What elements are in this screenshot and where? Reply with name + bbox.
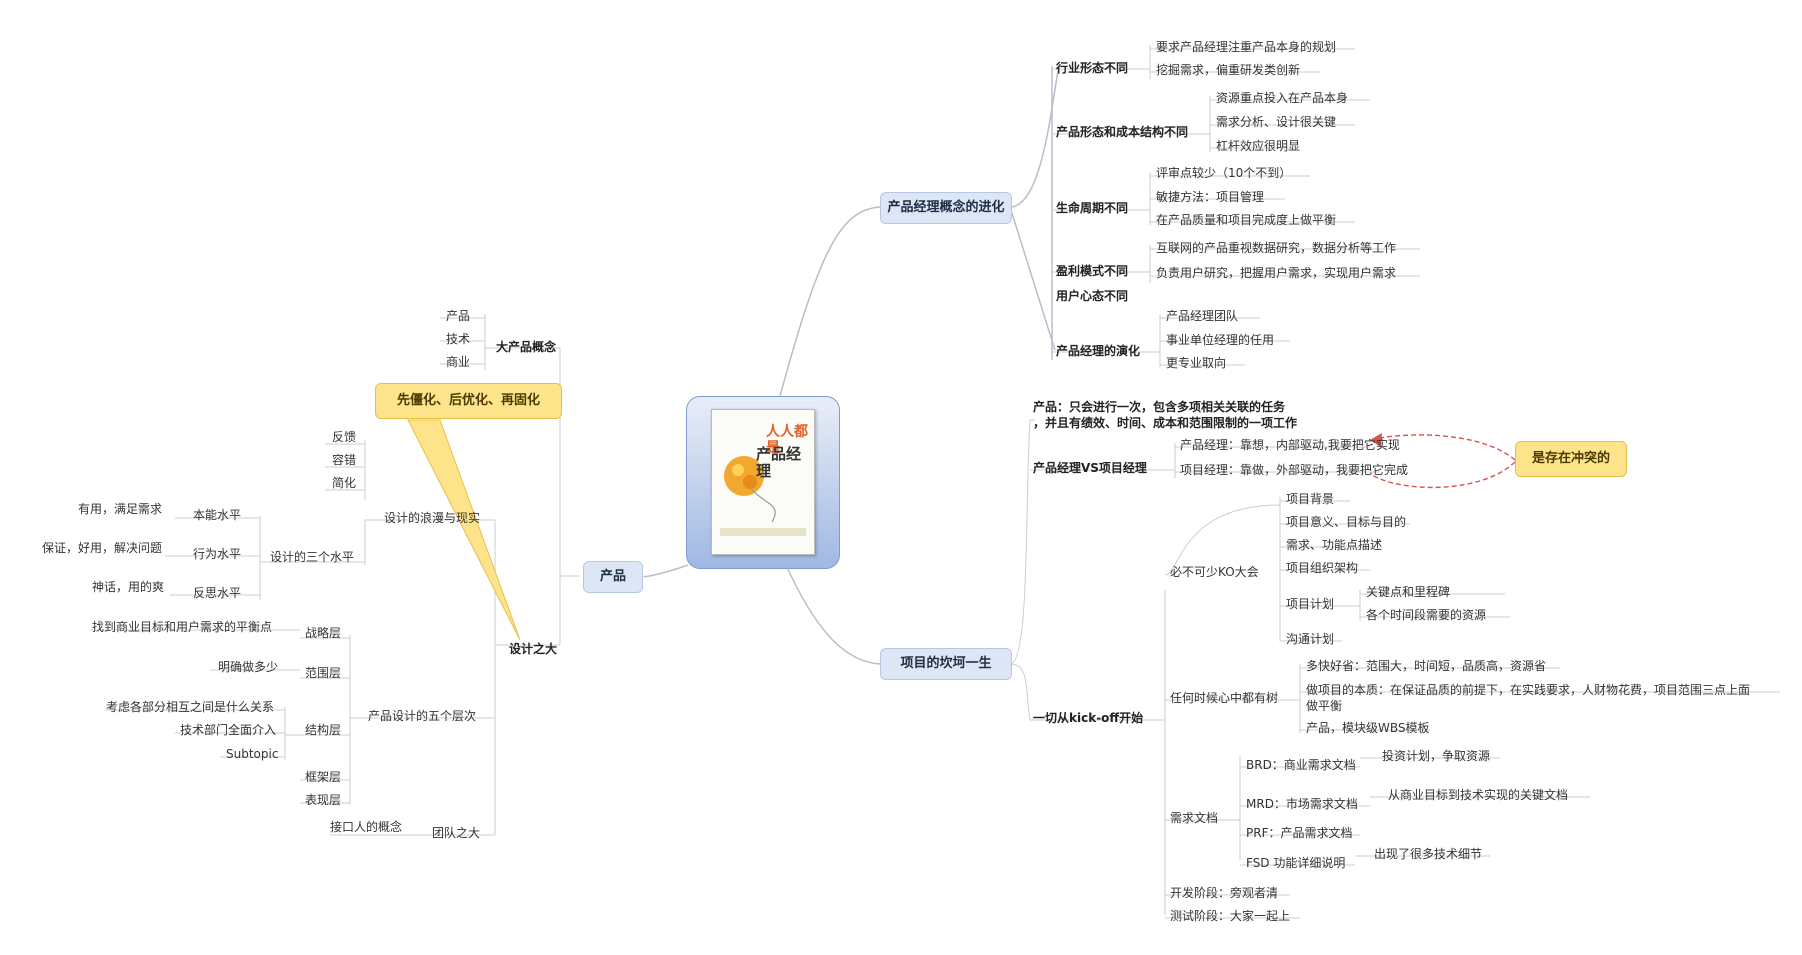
docs-label[interactable]: 需求文档 [1170, 811, 1219, 825]
evo-item[interactable]: 挖掘需求，偏重研发类创新 [1156, 63, 1301, 77]
layer-name[interactable]: 框架层 [305, 770, 342, 784]
big-concept-label[interactable]: 大产品概念 [496, 340, 557, 354]
tree-label[interactable]: 任何时候心中都有树 [1170, 691, 1279, 705]
layer-name[interactable]: 战略层 [305, 626, 342, 640]
group-user-mindset[interactable]: 用户心态不同 [1056, 289, 1129, 303]
conflict-callout[interactable]: 是存在冲突的 [1515, 441, 1627, 477]
evo-item[interactable]: 要求产品经理注重产品本身的规划 [1156, 40, 1337, 54]
romance-label[interactable]: 设计的浪漫与现实 [384, 511, 481, 525]
central-topic[interactable]: 人人都是 产品经理 [686, 396, 840, 569]
test-phase[interactable]: 测试阶段：大家一起上 [1170, 909, 1291, 923]
layer-note[interactable]: 找到商业目标和用户需求的平衡点 [92, 620, 273, 634]
tree-item[interactable]: 做平衡 [1306, 699, 1343, 713]
book-cover-art [712, 410, 814, 554]
evo-item[interactable]: 评审点较少（10个不到） [1156, 166, 1292, 180]
design-label[interactable]: 设计之大 [509, 642, 558, 656]
doc-brd[interactable]: BRD：商业需求文档 [1246, 758, 1356, 772]
rigidify-callout[interactable]: 先僵化、后优化、再固化 [375, 383, 562, 419]
group-profit-model[interactable]: 盈利模式不同 [1056, 264, 1129, 278]
level-note[interactable]: 保证，好用，解决问题 [42, 541, 163, 555]
three-levels-label[interactable]: 设计的三个水平 [270, 550, 355, 564]
group-lifecycle[interactable]: 生命周期不同 [1056, 201, 1129, 215]
hub-evolution[interactable]: 产品经理概念的进化 [880, 192, 1012, 224]
evo-item[interactable]: 在产品质量和项目完成度上做平衡 [1156, 213, 1337, 227]
doc-note[interactable]: 从商业目标到技术实现的关键文档 [1388, 788, 1569, 802]
romance-item[interactable]: 反馈 [332, 430, 357, 444]
level-name[interactable]: 本能水平 [193, 508, 242, 522]
tree-item[interactable]: 做项目的本质：在保证品质的前提下，在实践要求，人财物花费，项目范围三点上面 [1306, 683, 1751, 697]
dev-phase[interactable]: 开发阶段：旁观者清 [1170, 886, 1279, 900]
plan-item[interactable]: 各个时间段需要的资源 [1366, 608, 1487, 622]
evo-item[interactable]: 杠杆效应很明显 [1216, 139, 1301, 153]
vs-item[interactable]: 产品经理：靠想，内部驱动,我要把它实现 [1180, 438, 1400, 452]
kickoff-label[interactable]: 一切从kick-off开始 [1033, 711, 1144, 725]
layer-name[interactable]: 结构层 [305, 723, 342, 737]
ko-meeting-label[interactable]: 必不可少KO大会 [1170, 565, 1259, 579]
ko-item[interactable]: 需求、功能点描述 [1286, 538, 1383, 552]
layer-name[interactable]: 范围层 [305, 666, 342, 680]
concept-item[interactable]: 产品 [446, 309, 471, 323]
five-layers-label[interactable]: 产品设计的五个层次 [368, 709, 477, 723]
doc-prf[interactable]: PRF：产品需求文档 [1246, 826, 1353, 840]
ko-item[interactable]: 项目组织架构 [1286, 561, 1359, 575]
layer-name[interactable]: 表现层 [305, 793, 342, 807]
team-label[interactable]: 团队之大 [432, 826, 481, 840]
vs-item[interactable]: 项目经理：靠做，外部驱动，我要把它完成 [1180, 463, 1409, 477]
group-cost-structure[interactable]: 产品形态和成本结构不同 [1056, 125, 1189, 139]
project-definition-line2[interactable]: ，并且有绩效、时间、成本和范围限制的一项工作 [1033, 416, 1298, 430]
tree-item[interactable]: 产品，模块级WBS模板 [1306, 721, 1430, 735]
evo-item[interactable]: 负责用户研究，把握用户需求，实现用户需求 [1156, 266, 1397, 280]
pm-vs-label[interactable]: 产品经理VS项目经理 [1033, 461, 1147, 475]
group-pm-evolution[interactable]: 产品经理的演化 [1056, 344, 1141, 358]
project-definition-line1[interactable]: 产品：只会进行一次，包含多项相关关联的任务 [1033, 400, 1286, 414]
book-title-line1: 人人都是 [766, 424, 808, 456]
plan-item[interactable]: 关键点和里程碑 [1366, 585, 1451, 599]
book-cover-image: 人人都是 产品经理 [711, 409, 815, 555]
evo-item[interactable]: 更专业取向 [1166, 356, 1227, 370]
doc-fsd[interactable]: FSD 功能详细说明 [1246, 856, 1346, 870]
book-title-line2: 产品经理 [756, 445, 802, 480]
concept-item[interactable]: 商业 [446, 355, 471, 369]
level-name[interactable]: 反思水平 [193, 586, 242, 600]
layer-note[interactable]: 考虑各部分相互之间是什么关系 [106, 700, 275, 714]
doc-mrd[interactable]: MRD：市场需求文档 [1246, 797, 1358, 811]
layer-note[interactable]: 技术部门全面介入 [180, 723, 277, 737]
tree-item[interactable]: 多快好省：范围大，时间短，品质高，资源省 [1306, 659, 1547, 673]
level-name[interactable]: 行为水平 [193, 547, 242, 561]
doc-note[interactable]: 投资计划，争取资源 [1382, 749, 1491, 763]
evo-item[interactable]: 互联网的产品重视数据研究，数据分析等工作 [1156, 241, 1397, 255]
group-industry[interactable]: 行业形态不同 [1056, 61, 1129, 75]
level-note[interactable]: 神话，用的爽 [92, 580, 165, 594]
evo-item[interactable]: 事业单位经理的任用 [1166, 333, 1275, 347]
evo-item[interactable]: 需求分析、设计很关键 [1216, 115, 1337, 129]
evo-item[interactable]: 资源重点投入在产品本身 [1216, 91, 1349, 105]
romance-item[interactable]: 简化 [332, 476, 357, 490]
layer-note[interactable]: Subtopic [226, 747, 279, 761]
doc-note[interactable]: 出现了很多技术细节 [1374, 847, 1483, 861]
evo-item[interactable]: 敏捷方法：项目管理 [1156, 190, 1265, 204]
ko-item[interactable]: 项目计划 [1286, 597, 1335, 611]
level-note[interactable]: 有用，满足需求 [78, 502, 163, 516]
ko-item[interactable]: 沟通计划 [1286, 632, 1335, 646]
romance-item[interactable]: 容错 [332, 453, 357, 467]
hub-product[interactable]: 产品 [583, 561, 643, 593]
ko-item[interactable]: 项目背景 [1286, 492, 1335, 506]
concept-item[interactable]: 技术 [446, 332, 471, 346]
layer-note[interactable]: 明确做多少 [218, 660, 279, 674]
ko-item[interactable]: 项目意义、目标与目的 [1286, 515, 1407, 529]
hub-project[interactable]: 项目的坎坷一生 [880, 648, 1012, 680]
evo-item[interactable]: 产品经理团队 [1166, 309, 1239, 323]
team-item[interactable]: 接口人的概念 [330, 820, 403, 834]
